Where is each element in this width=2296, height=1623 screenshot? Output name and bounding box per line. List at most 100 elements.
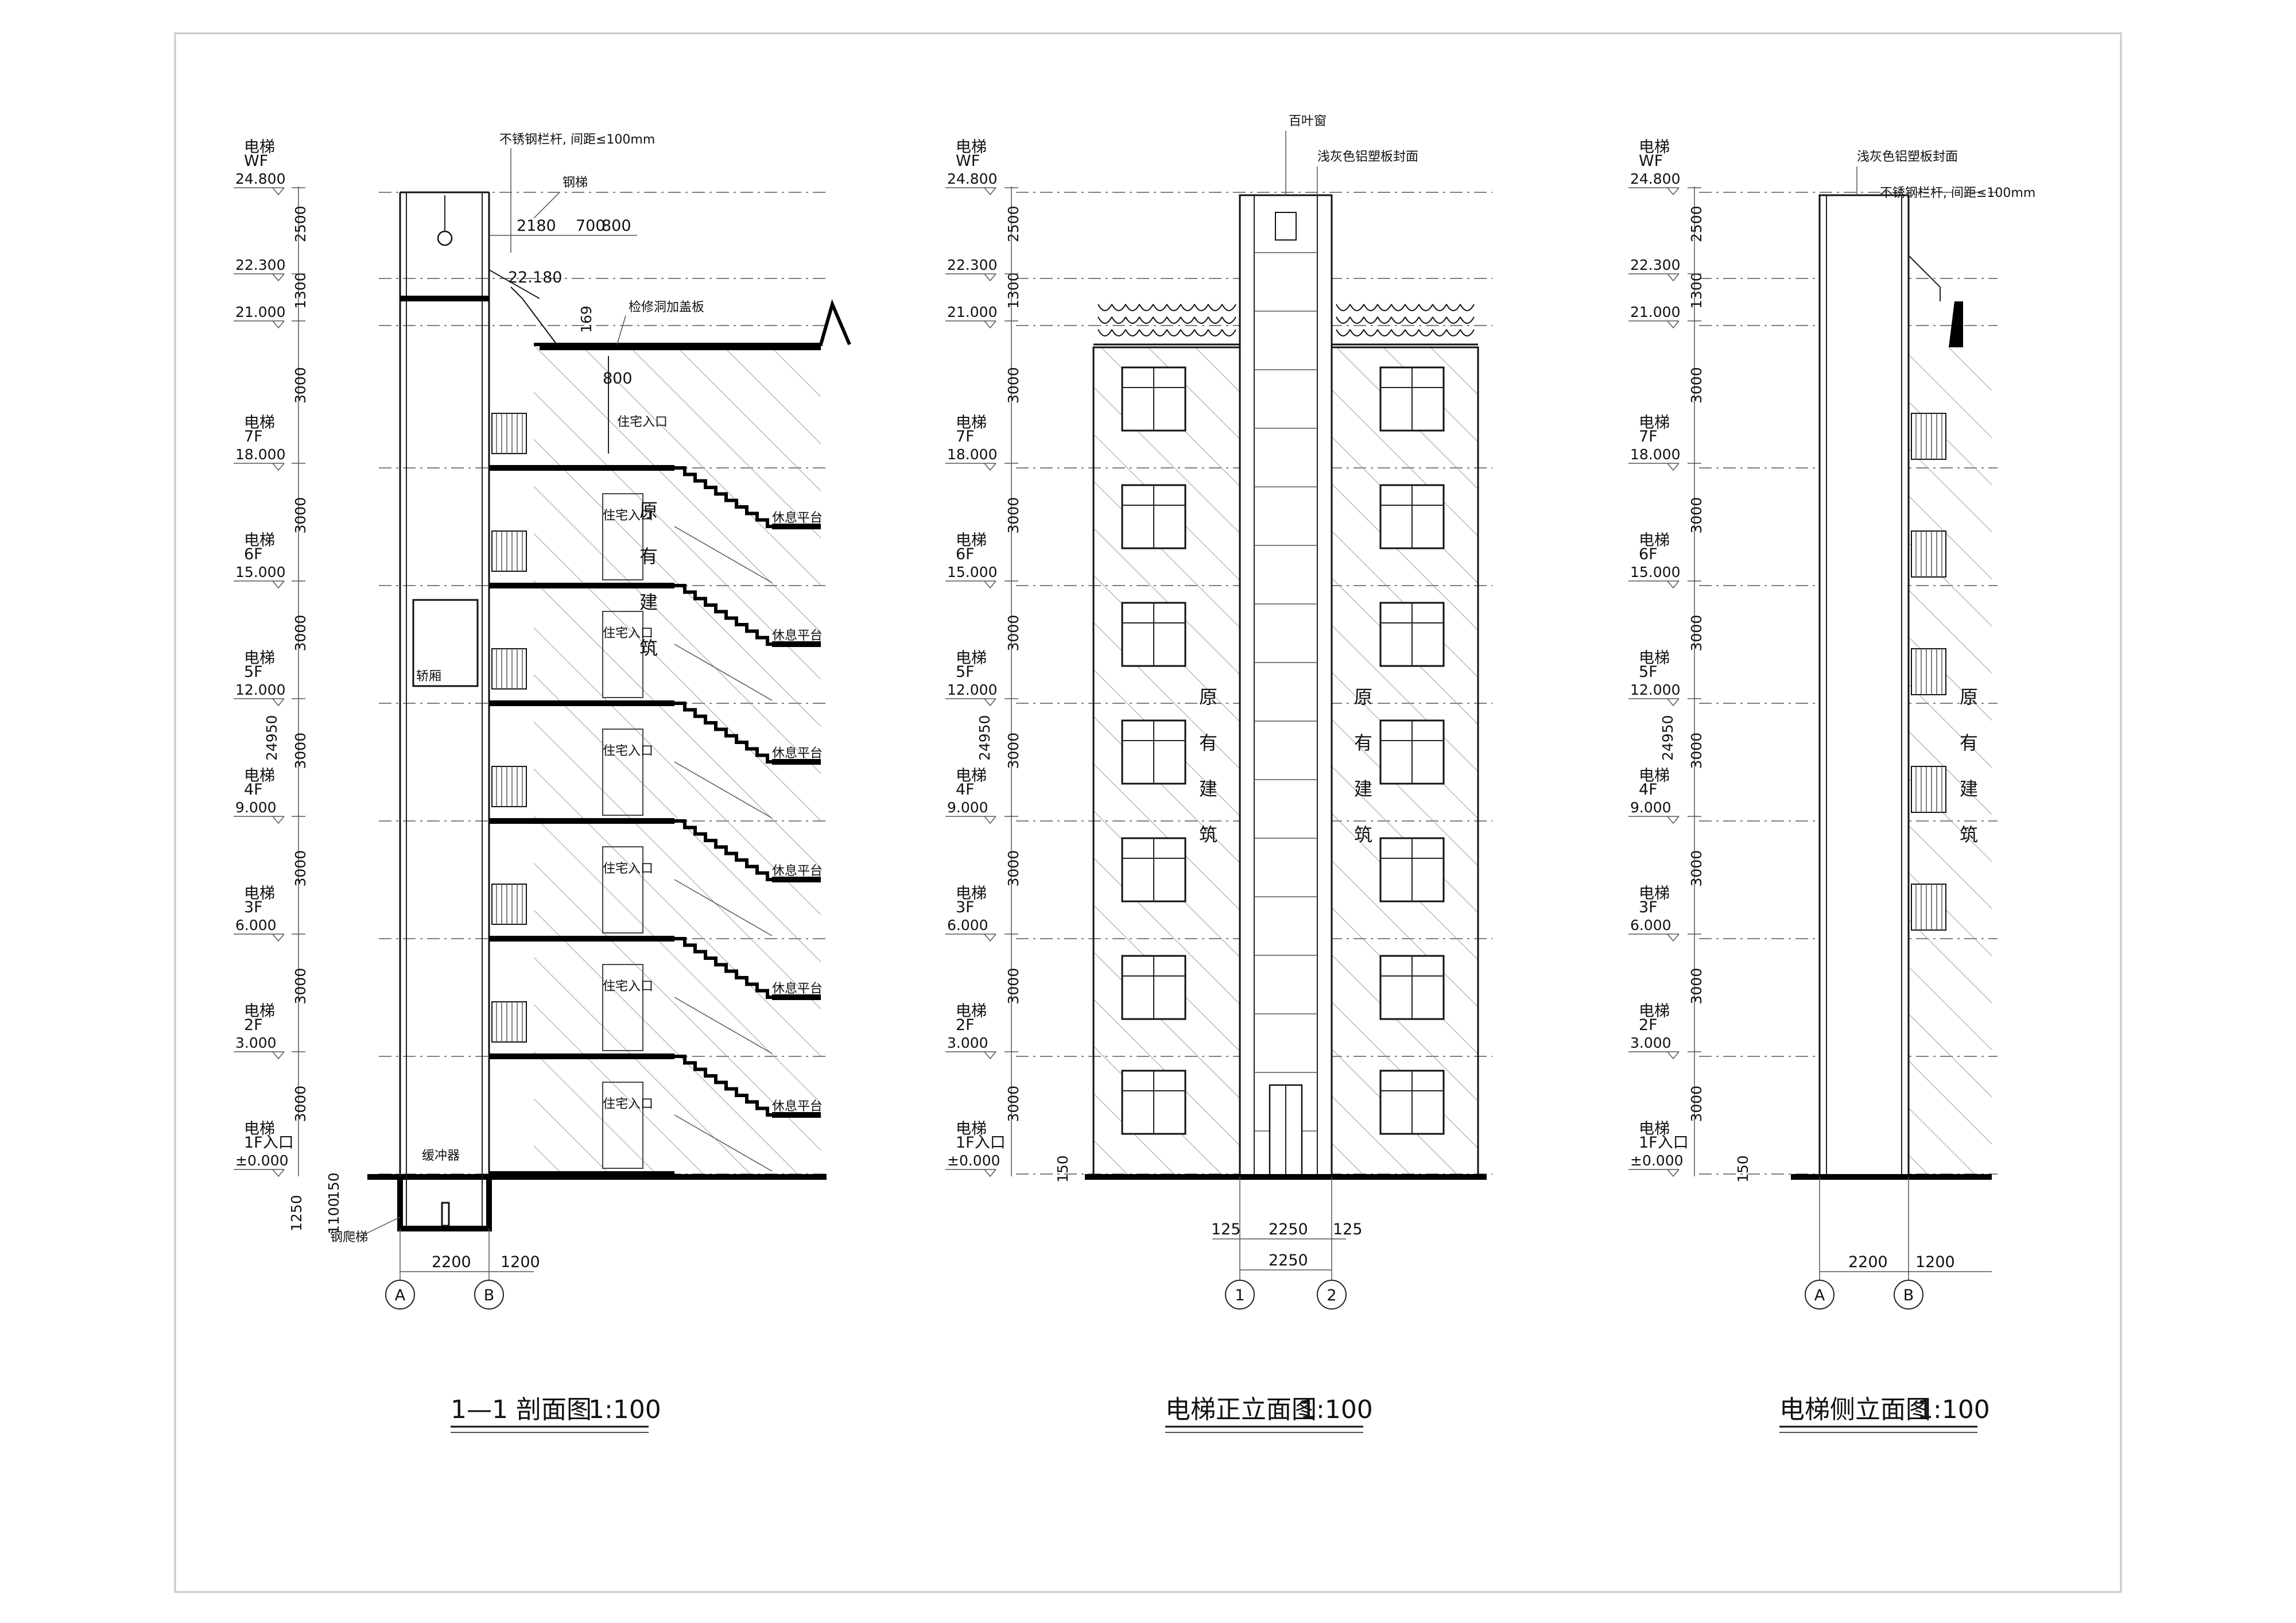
level-marker bbox=[272, 1169, 285, 1177]
section-dim-1200: 1200 bbox=[501, 1253, 540, 1271]
story-dim: 3000 bbox=[1688, 850, 1705, 887]
roof-tile bbox=[1180, 329, 1195, 336]
roof-tile bbox=[1208, 316, 1223, 324]
story-dimensions: 2500 1300 3000 3000 3000 3000 3000 3000 3000 2495… bbox=[263, 187, 1705, 1176]
buffer-device bbox=[441, 1202, 450, 1227]
level-marker bbox=[1667, 320, 1680, 329]
level-name: WF bbox=[1639, 152, 1663, 170]
level-marker bbox=[984, 320, 996, 329]
level-elevation: 3.000 bbox=[1630, 1035, 1671, 1051]
roof-tile bbox=[1221, 316, 1236, 324]
level-name: 5F bbox=[244, 663, 263, 681]
title-side: 电梯侧立面图 bbox=[1779, 1395, 1931, 1424]
story-dim: 3000 bbox=[1688, 733, 1705, 769]
level-elevation: 3.000 bbox=[235, 1035, 277, 1051]
side-roof-profile bbox=[1949, 301, 1963, 347]
story-dim: 3000 bbox=[292, 968, 309, 1005]
note-car: 轿厢 bbox=[416, 669, 441, 684]
story-dim: 3000 bbox=[1688, 497, 1705, 534]
railing-frame bbox=[491, 1001, 527, 1043]
level-marker bbox=[1667, 273, 1680, 282]
level-name: 电梯 bbox=[1639, 1002, 1670, 1020]
level-name: 3F bbox=[244, 898, 263, 916]
elevator-car bbox=[412, 599, 479, 687]
level-marker bbox=[984, 933, 996, 942]
level-name: 4F bbox=[956, 781, 975, 799]
roof-tile bbox=[1153, 304, 1168, 311]
level-marker bbox=[272, 273, 285, 282]
annotations: 不锈钢栏杆, 间距≤100mm 钢梯 检修洞加盖板 百叶窗 浅灰色铝塑板封面 浅… bbox=[330, 114, 2035, 1245]
roof-tile bbox=[1125, 316, 1140, 324]
dim-roof-2180: 2180 bbox=[517, 217, 556, 235]
roof-tile bbox=[1377, 316, 1392, 324]
level-name: 1F入口 bbox=[956, 1134, 1006, 1152]
level-marker bbox=[1667, 816, 1680, 824]
existing-building-char: 有 bbox=[1960, 732, 1978, 754]
level-name: 5F bbox=[956, 663, 975, 681]
elevator-pit bbox=[397, 1177, 492, 1231]
sheet-border bbox=[174, 32, 2122, 1593]
railing-frame bbox=[491, 884, 527, 925]
total-height-dim: 24950 bbox=[1659, 715, 1676, 761]
level-name: 4F bbox=[1639, 781, 1658, 799]
level-name: 2F bbox=[244, 1016, 263, 1034]
stair-flight bbox=[674, 702, 778, 764]
level-name: 电梯 bbox=[244, 1120, 275, 1138]
scale-front: 1:100 bbox=[1300, 1395, 1373, 1424]
roof-tile bbox=[1097, 329, 1112, 336]
level-name: 电梯 bbox=[244, 767, 275, 785]
level-elevation: 21.000 bbox=[1630, 304, 1680, 320]
note-hatch-cover: 检修洞加盖板 bbox=[629, 300, 704, 315]
roof-tile bbox=[1432, 304, 1447, 311]
level-name: 电梯 bbox=[1639, 532, 1670, 549]
roof-tile bbox=[1460, 329, 1475, 336]
level-marker bbox=[1667, 698, 1680, 707]
stair-flight bbox=[674, 819, 778, 881]
story-dim: 1300 bbox=[1688, 272, 1705, 309]
pit-dim-150: 150 bbox=[325, 1172, 342, 1200]
axis-section-b: B bbox=[484, 1287, 495, 1304]
story-dim: 3000 bbox=[292, 367, 309, 404]
windows bbox=[1121, 366, 1445, 1135]
dim-stair-top: 800 bbox=[603, 370, 633, 388]
side-railings bbox=[1911, 413, 1946, 931]
roof-tile bbox=[1208, 329, 1223, 336]
landing-label: 休息平台 bbox=[772, 746, 823, 761]
landing-label: 休息平台 bbox=[772, 511, 823, 525]
level-elevation: 15.000 bbox=[235, 564, 285, 580]
level-marker bbox=[1667, 1169, 1680, 1177]
roof-tile bbox=[1194, 304, 1209, 311]
roof-tile bbox=[1446, 316, 1461, 324]
story-dim: 3000 bbox=[292, 733, 309, 769]
entry-label: 住宅入口 bbox=[603, 744, 653, 758]
story-dim: 3000 bbox=[1688, 615, 1705, 652]
landing-label: 休息平台 bbox=[772, 864, 823, 878]
roof-tile bbox=[1208, 304, 1223, 311]
level-name: 电梯 bbox=[956, 1002, 987, 1020]
story-dim: 2500 bbox=[292, 206, 309, 242]
roof-tile bbox=[1460, 304, 1475, 311]
dim-hatch: 169 bbox=[578, 305, 595, 333]
level-elevation: 21.000 bbox=[947, 304, 997, 320]
note-cladding-front: 浅灰色铝塑板封面 bbox=[1317, 150, 1418, 164]
level-elevation: 6.000 bbox=[1630, 917, 1671, 933]
roof-tile bbox=[1111, 304, 1126, 311]
level-name: 电梯 bbox=[1639, 138, 1670, 156]
entry-label: 住宅入口 bbox=[603, 509, 653, 523]
scale-side: 1:100 bbox=[1917, 1395, 1990, 1424]
roof-tile bbox=[1336, 316, 1351, 324]
roof-tile bbox=[1460, 316, 1475, 324]
level-marker bbox=[984, 1051, 996, 1060]
level-name: 3F bbox=[956, 898, 975, 916]
title-section: 1—1 剖面图 bbox=[451, 1395, 592, 1424]
level-name: 电梯 bbox=[1639, 767, 1670, 785]
level-marker bbox=[272, 580, 285, 589]
lower-flight bbox=[674, 1114, 773, 1172]
lower-flight bbox=[674, 879, 773, 936]
level-name: 6F bbox=[244, 545, 263, 563]
level-name: 电梯 bbox=[956, 1120, 987, 1138]
roof-tile bbox=[1166, 304, 1181, 311]
